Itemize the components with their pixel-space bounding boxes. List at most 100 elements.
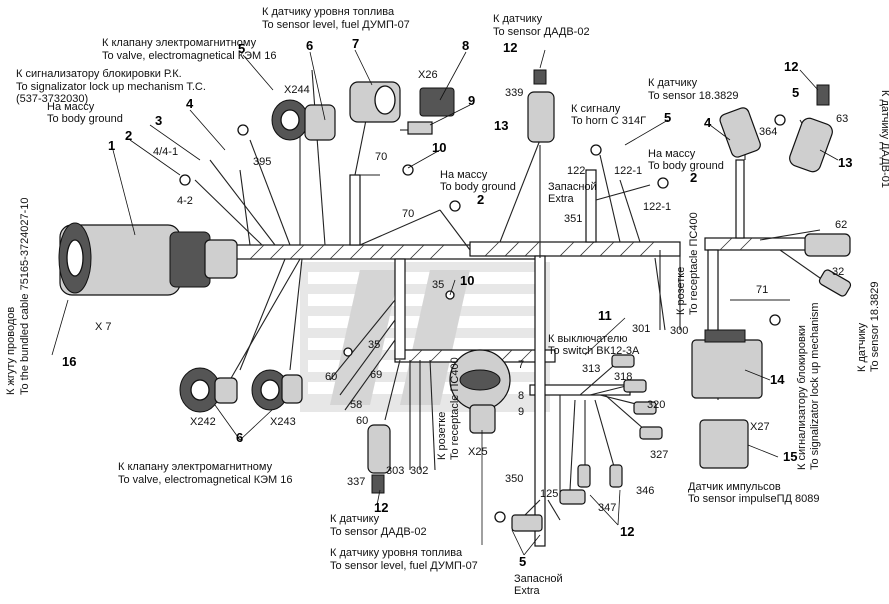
ground2-en: To body ground [440,181,516,193]
callout-6b: 6 [236,430,243,445]
sensor-364 [719,107,761,158]
callout-13a: 13 [494,118,508,133]
wire-351: 351 [564,213,582,225]
callout-13b: 13 [838,155,852,170]
valve-top-ru: К клапану электромагнитному [102,37,257,49]
spare-connectors [511,354,663,532]
sensor18-top-en: To sensor 18.3829 [648,90,739,102]
receptacle-right-en: To receptacle ПС400 [688,212,700,315]
valve-bottom-en: To valve, electromagnetical КЭМ 16 [118,474,293,486]
sensor18-right-ru: К датчику [856,322,868,372]
spare1-ru: Запасной [548,181,597,193]
callout-4b: 4 [704,115,712,130]
receptacle-mid-ru: К розетке [436,412,448,460]
wire-303: 303 [386,465,404,477]
x242-label: X242 [190,416,216,428]
callout-7: 7 [352,36,359,51]
receptacle-mid-en: To receptacle ПС400 [449,357,461,460]
lock-sig-en: To signalizator lock up mechanism T.C. [16,81,206,93]
callout-5d: 5 [519,554,526,569]
fuel-sensor-top-ru: К датчику уровня топлива [262,6,395,18]
dadv-top-en: To sensor ДАДВ-02 [493,26,590,38]
x27-label: X27 [750,421,770,433]
callout-16: 16 [62,354,76,369]
sensor-32 [818,269,852,297]
wire-60b: 60 [356,415,368,427]
sensor-62 [804,233,851,257]
sensor-339 [527,69,555,143]
ground3-ru: На массу [648,148,696,160]
callout-11: 11 [598,308,612,323]
wire-71: 71 [756,284,768,296]
dadv-bottom-en: To sensor ДАДВ-02 [330,526,427,538]
callout-12b: 12 [784,59,798,74]
main-trunk [235,237,816,396]
ground2-ru: На массу [440,169,488,181]
x244-label: X244 [284,84,310,96]
callout-4a: 4 [186,96,194,111]
wire-9: 9 [518,406,524,418]
callout-6a: 6 [306,38,313,53]
valve-top-en: To valve, electromagnetical КЭМ 16 [102,50,277,62]
callout-2a: 2 [125,128,132,143]
x243-label: X243 [270,416,296,428]
receptacle-right-ru: К розетке [675,267,687,315]
callout-12c: 12 [374,500,388,515]
callout-5c: 5 [792,85,799,100]
wire-63: 63 [836,113,848,125]
wire-364: 364 [759,126,777,138]
wire-302: 302 [410,465,428,477]
wire-395: 395 [253,156,271,168]
wire-122-1b: 122-1 [643,201,671,213]
ground3-en: To body ground [648,160,724,172]
wire-300: 300 [670,325,688,337]
spare2-en: Extra [514,585,541,597]
block-14 [691,329,763,399]
wire-327: 327 [650,449,668,461]
callout-12a: 12 [503,40,517,55]
dadv-bottom-ru: К датчику [330,513,380,525]
lock-sig-ru: К сигнализатору блокировки Р.К. [16,68,182,80]
sensor-337 [367,424,391,494]
sensor18-top-ru: К датчику [648,77,698,89]
callout-10a: 10 [432,140,446,155]
wire-346: 346 [636,485,654,497]
wire-32: 32 [832,266,844,278]
fuel-sensor-top-en: To sensor level, fuel ДУМП-07 [262,19,410,31]
wire-58: 58 [350,399,362,411]
wire-69: 69 [370,369,382,381]
wire-313: 313 [582,363,600,375]
horn-ru: К сигналу [571,103,621,115]
valve-bottom-ru: К клапану электромагнитному [118,461,273,473]
sensor18-right-en: To sensor 18.3829 [869,281,881,372]
branches [194,69,831,547]
callout-2b: 2 [477,192,484,207]
wire-70a: 70 [375,151,387,163]
wire-125: 125 [540,488,558,500]
fuel-bottom-ru: К датчику уровня топлива [330,547,463,559]
wire-70b: 70 [402,208,414,220]
watermark-logo [300,262,550,412]
x242-connector [179,367,238,413]
sensor-63 [789,84,833,173]
x26-label: X26 [418,69,438,81]
fuel-bottom-en: To sensor level, fuel ДУМП-07 [330,560,478,572]
wire-60a: 60 [325,371,337,383]
x244-connector [271,99,336,141]
callout-5b: 5 [664,110,671,125]
callout-9: 9 [468,93,475,108]
x25-label: X25 [468,446,488,458]
dadv01-label: К датчику ДАДВ-01 [879,90,889,188]
wire-4-4-1: 4/4-1 [153,146,178,158]
wire-320: 320 [647,399,665,411]
ground1-en: To body ground [47,113,123,125]
callout-3: 3 [155,113,162,128]
callout-15: 15 [783,449,797,464]
wire-62: 62 [835,219,847,231]
bundled-en: To the bundled cable 75165-3724027-10 [19,197,31,395]
wire-122-1a: 122-1 [614,165,642,177]
callout-14: 14 [770,372,785,387]
callout-10b: 10 [460,273,474,288]
